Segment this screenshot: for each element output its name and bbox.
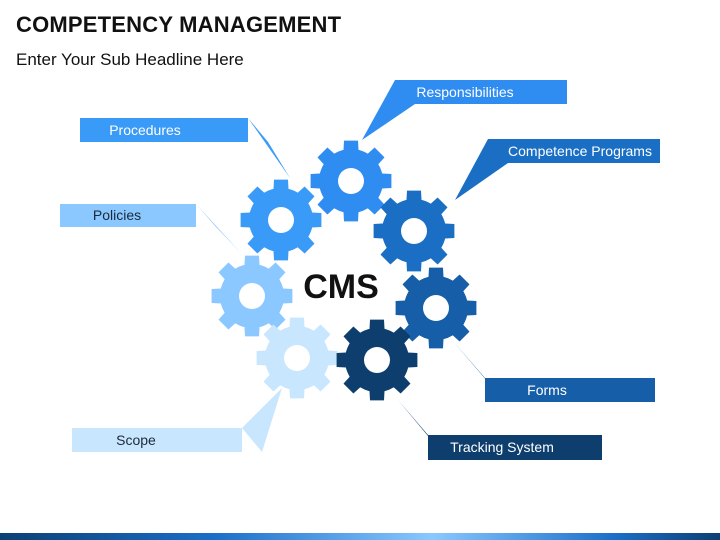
label-policies: Policies xyxy=(93,207,141,223)
gear-scope-icon xyxy=(256,317,338,399)
page-subtitle: Enter Your Sub Headline Here xyxy=(16,50,244,69)
gear-procedures-icon xyxy=(240,179,322,261)
bottom-accent-bar xyxy=(0,533,720,540)
label-box-competence-programs xyxy=(488,139,660,163)
label-procedures: Procedures xyxy=(109,122,181,138)
label-box-policies xyxy=(60,204,196,227)
label-box-forms xyxy=(485,378,655,402)
label-competence-programs: Competence Programs xyxy=(508,143,652,159)
label-scope: Scope xyxy=(116,432,156,448)
connector-scope xyxy=(242,388,282,452)
page-title: COMPETENCY MANAGEMENT xyxy=(16,12,342,37)
gear-responsibilities-icon xyxy=(310,140,392,222)
label-box-responsibilities xyxy=(395,80,567,104)
label-tracking-system: Tracking System xyxy=(450,439,554,455)
gear-tracking-system-icon xyxy=(336,319,418,401)
gear-competence-programs-icon xyxy=(373,190,455,272)
center-label: CMS xyxy=(303,268,379,306)
gear-forms-icon xyxy=(395,267,477,349)
gear-policies-icon xyxy=(211,255,293,337)
label-box-tracking-system xyxy=(428,435,602,460)
label-forms: Forms xyxy=(527,382,567,398)
label-box-scope xyxy=(72,428,242,452)
connector-procedures xyxy=(248,118,290,178)
connector-policies xyxy=(196,204,240,252)
label-box-procedures xyxy=(80,118,248,142)
label-responsibilities: Responsibilities xyxy=(416,84,513,100)
